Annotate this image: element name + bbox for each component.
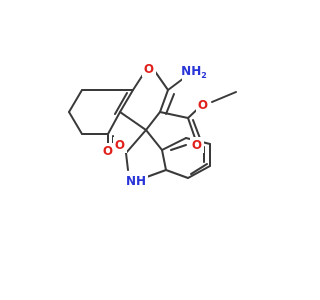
ester-carbonyl-oxygen-label: O bbox=[192, 138, 202, 152]
molecule-structure-diagram: O NH2 O O O O NH bbox=[68, 61, 237, 189]
amine-label-subscript: 2 bbox=[201, 71, 207, 80]
amine-label: NH2 bbox=[181, 64, 207, 80]
atom-labels: O NH2 O O O O NH bbox=[101, 61, 210, 189]
ring-oxygen-label: O bbox=[144, 62, 154, 76]
amine-label-main: NH bbox=[181, 64, 201, 78]
ketone-oxygen-label: O bbox=[103, 144, 113, 158]
lactam-oxygen-label: O bbox=[115, 138, 125, 152]
pyran-ring-bonds bbox=[119, 69, 185, 131]
lactam-nitrogen-label: NH bbox=[126, 174, 146, 188]
cyclohexanone-ring-bonds bbox=[68, 89, 134, 149]
ester-ether-oxygen-label: O bbox=[198, 98, 208, 112]
